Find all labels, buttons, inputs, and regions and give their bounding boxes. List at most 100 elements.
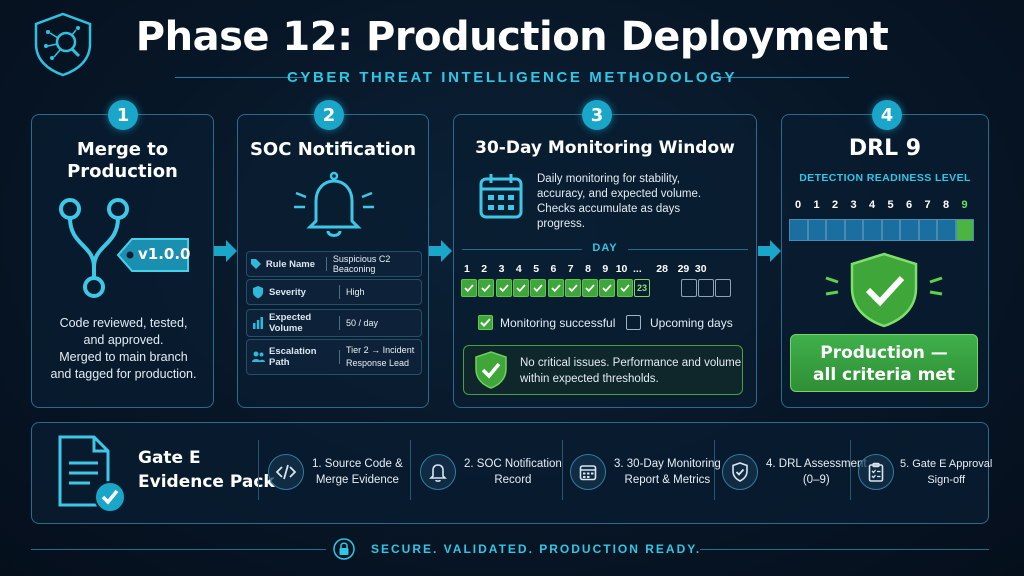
step-3-title: 30-Day Monitoring Window [475, 138, 735, 158]
version-tag: v1.0.0 [138, 245, 191, 263]
step-card-merge: Merge to Production v1.0.0 Code reviewed… [31, 114, 214, 408]
day-cell-done [461, 279, 477, 297]
drl-level-number: 5 [887, 199, 894, 211]
clipboard-icon [858, 454, 894, 490]
production-result-badge: Production — all criteria met [790, 334, 978, 392]
day-cell-done [495, 279, 512, 297]
step-card-soc-notification: SOC Notification Rule Name Suspicious C2… [237, 114, 429, 408]
step-4-title: DRL 9 [848, 136, 922, 161]
day-number: 9 [602, 263, 609, 275]
day-number: 4 [515, 263, 522, 275]
gate-item-source-code: 1. Source Code &Merge Evidence [268, 448, 403, 496]
step-4-badge: 4 [872, 100, 902, 130]
day-number: 6 [550, 263, 557, 275]
shield-check-icon [825, 252, 943, 328]
git-merge-icon [59, 198, 129, 298]
shield-check-icon [722, 454, 758, 490]
day-cell-done [512, 279, 529, 297]
day-cell-done [478, 279, 495, 297]
calendar-icon [570, 454, 606, 490]
drl-cell [789, 219, 808, 241]
bell-icon [420, 454, 456, 490]
step-1-badge: 1 [108, 100, 138, 130]
day-cell-today: 23 [634, 279, 650, 297]
day-number: 10 [615, 263, 628, 275]
day-number: 28 [656, 263, 668, 275]
drl-cell-current [955, 219, 974, 241]
drl-level-number: 9 [961, 199, 968, 211]
day-cell-done [616, 279, 633, 297]
day-number: 7 [567, 263, 574, 275]
document-check-icon [58, 435, 126, 513]
day-label: DAY [592, 242, 618, 254]
drl-level-number: 3 [850, 199, 857, 211]
day-number: 29 [677, 263, 690, 275]
drl-level-number: 2 [831, 199, 839, 211]
check-box-icon [478, 315, 493, 330]
shield-magnifier-icon [34, 12, 92, 77]
drl-level-number: 8 [942, 199, 950, 211]
footer-line-left [31, 549, 326, 550]
day-number: ... [633, 263, 642, 275]
gate-item-drl-assessment: 4. DRL Assessment(0–9) [722, 448, 867, 496]
day-number: 5 [533, 263, 540, 275]
step-3-description: Daily monitoring for stability, accuracy… [537, 173, 702, 230]
lock-icon [333, 538, 355, 560]
tag-small-icon [251, 259, 262, 269]
drl-level-number: 1 [813, 199, 820, 211]
tag-icon [116, 238, 189, 272]
info-row-severity: Severity High [246, 279, 422, 305]
drl-cell [844, 219, 863, 241]
calendar-icon [479, 174, 523, 219]
drl-cell [918, 219, 937, 241]
drl-cell [937, 219, 956, 241]
day-cell-upcoming [697, 279, 714, 297]
arrow-right-icon [214, 240, 237, 262]
step-3-badge: 3 [582, 100, 612, 130]
day-number: 3 [498, 263, 505, 275]
info-row-rule-name: Rule Name Suspicious C2 Beaconing [246, 251, 422, 277]
users-icon [251, 351, 265, 362]
day-header: DAY [462, 242, 748, 256]
day-cell-done [530, 279, 547, 297]
page-title: Phase 12: Production Deployment [135, 14, 889, 60]
step-1-title-line1: Merge to [76, 139, 169, 160]
step-2-badge: 2 [314, 100, 344, 130]
day-cell-done [564, 279, 581, 297]
status-line1: No critical issues. Performance and volu… [520, 357, 742, 369]
subtitle-banner: CYBER THREAT INTELLIGENCE METHODOLOGY [175, 66, 849, 90]
arrow-right-icon [429, 240, 452, 262]
step-1-description: Code reviewed, tested, and approved. Mer… [50, 316, 197, 381]
status-line2: within expected thresholds. [520, 373, 659, 385]
day-cell-upcoming [680, 279, 697, 297]
step-1-title-line2: Production [67, 161, 178, 182]
day-cell-upcoming [715, 279, 732, 297]
drl-level-number: 7 [924, 199, 931, 211]
drl-level-number: 6 [905, 199, 913, 211]
day-cell-done [582, 279, 599, 297]
drl-level-number: 4 [868, 199, 876, 211]
drl-cell [900, 219, 919, 241]
drl-cell [807, 219, 826, 241]
page-subtitle: CYBER THREAT INTELLIGENCE METHODOLOGY [286, 69, 738, 86]
footer-line-right [700, 549, 989, 550]
status-box: No critical issues. Performance and volu… [463, 345, 743, 395]
shield-check-icon [475, 351, 507, 389]
arrow-right-icon [758, 240, 781, 262]
footer-tagline: SECURE. VALIDATED. PRODUCTION READY. [371, 542, 702, 556]
drl-level-number: 0 [794, 199, 802, 211]
legend-done: Monitoring successful [478, 315, 615, 330]
day-number: 2 [481, 263, 488, 275]
bar-chart-icon [253, 317, 263, 329]
day-cell-done [547, 279, 564, 297]
gate-evidence-pack [31, 422, 989, 524]
gate-title: Gate E Evidence Pack [138, 448, 275, 492]
shield-small-icon [253, 285, 263, 298]
day-number: 1 [464, 263, 470, 275]
drl-cell [863, 219, 882, 241]
day-number: 30 [694, 263, 707, 275]
code-icon [268, 454, 304, 490]
